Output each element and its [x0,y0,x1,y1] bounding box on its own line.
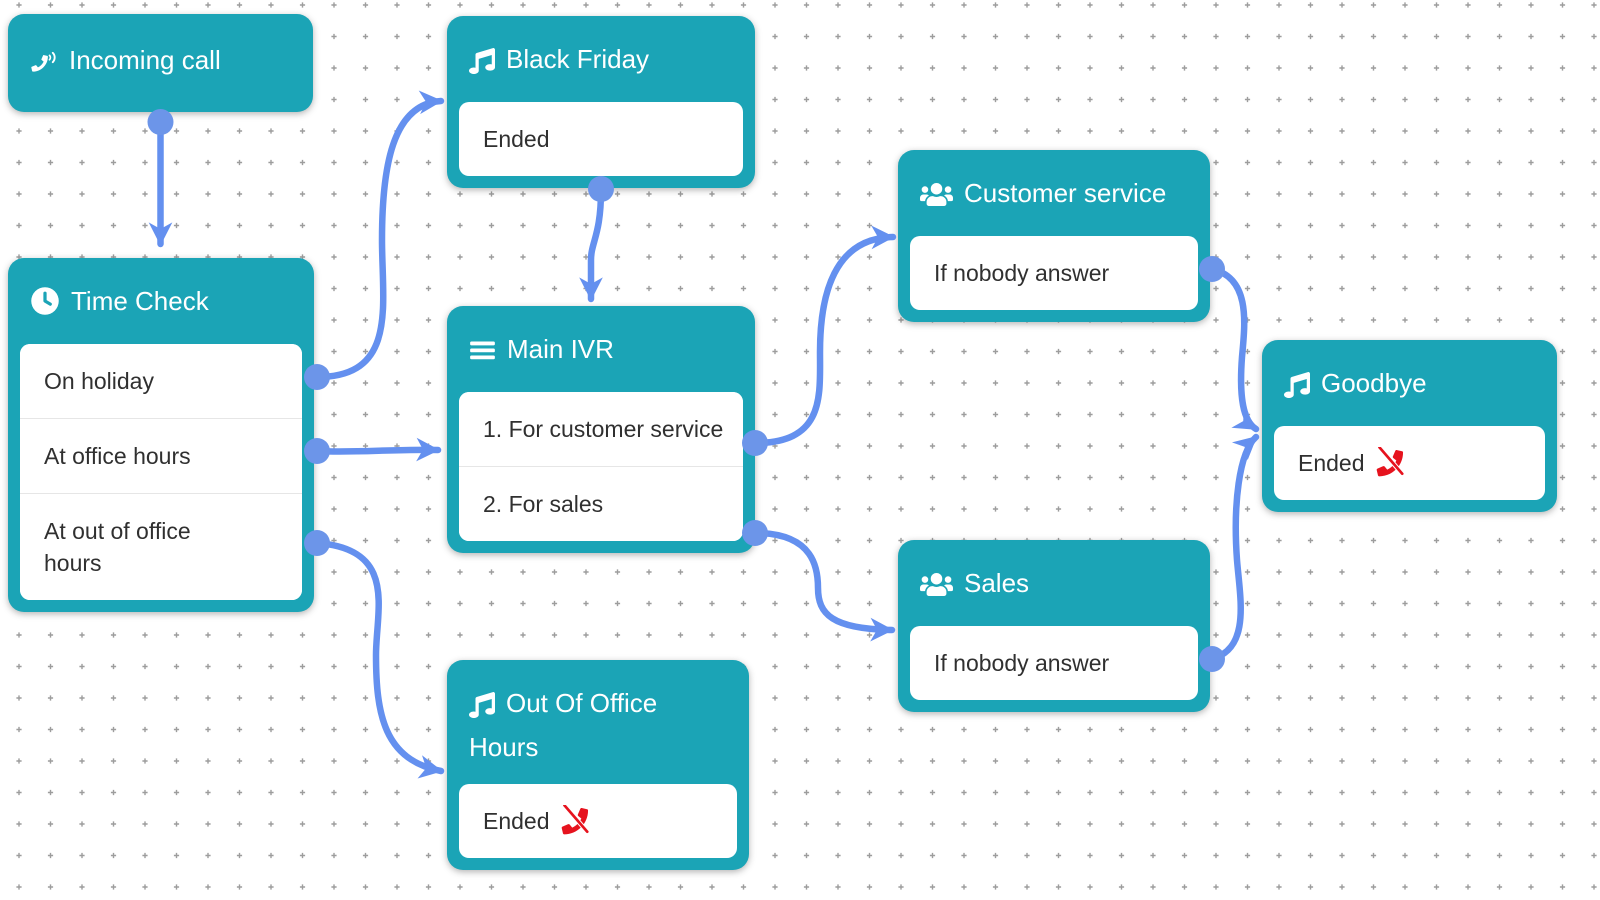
node-title: Sales [964,568,1030,598]
node-title: Customer service [964,178,1167,208]
node-body: Ended [459,102,743,176]
node-body: On holiday At office hours At out of off… [20,344,302,600]
node-title: Incoming call [69,45,221,75]
node-body: Ended [1274,426,1545,500]
node-goodbye[interactable]: Goodbye Ended [1262,340,1557,512]
music-note-icon [469,46,495,84]
output-row-ended[interactable]: Ended [459,784,737,858]
output-label: At office hours [44,443,191,469]
node-title: Black Friday [506,44,650,74]
node-body: 1. For customer service 2. For sales [459,392,743,541]
output-row-at-out-of-office-hours[interactable]: At out of office hours [20,494,302,600]
clock-icon [30,286,60,326]
output-row-ended[interactable]: Ended [459,102,743,176]
node-time-check[interactable]: Time Check On holiday At office hours At… [8,258,314,612]
node-sales[interactable]: Sales If nobody answer [898,540,1210,712]
output-label: If nobody answer [934,260,1110,286]
users-icon [920,180,953,218]
node-body: If nobody answer [910,236,1198,310]
menu-icon [469,336,496,374]
node-header: Time Check [8,258,314,344]
output-label: Ended [483,808,550,834]
output-row-ended[interactable]: Ended [1274,426,1545,500]
node-header: Sales [898,540,1210,626]
users-icon [920,570,953,608]
node-title: Goodbye [1321,368,1427,398]
music-note-icon [469,690,495,728]
node-title: Main IVR [507,334,614,364]
output-row-for-sales[interactable]: 2. For sales [459,467,743,541]
phone-volume-icon [30,47,58,85]
output-label: At out of office hours [44,518,191,576]
node-header: Main IVR [447,306,755,392]
output-row-if-nobody-answer[interactable]: If nobody answer [910,236,1198,310]
output-label: If nobody answer [934,650,1110,676]
node-body: Ended [459,784,737,858]
music-note-icon [1284,370,1310,408]
output-row-for-customer-service[interactable]: 1. For customer service [459,392,743,467]
output-label: On holiday [44,368,154,394]
node-title: Out Of Office Hours [469,688,658,762]
phone-slash-icon [1365,445,1406,477]
output-row-if-nobody-answer[interactable]: If nobody answer [910,626,1198,700]
output-row-on-holiday[interactable]: On holiday [20,344,302,419]
output-label: Ended [1298,450,1365,476]
node-out-of-office-hours[interactable]: Out Of Office Hours Ended [447,660,749,870]
node-black-friday[interactable]: Black Friday Ended [447,16,755,188]
output-row-at-office-hours[interactable]: At office hours [20,419,302,494]
output-label: 2. For sales [483,491,604,517]
node-customer-service[interactable]: Customer service If nobody answer [898,150,1210,322]
node-header: Customer service [898,150,1210,236]
node-header: Goodbye [1262,340,1557,426]
output-label: 1. For customer service [483,416,724,442]
node-header: Incoming call [8,14,313,112]
node-main-ivr[interactable]: Main IVR 1. For customer service 2. For … [447,306,755,553]
node-body: If nobody answer [910,626,1198,700]
node-title: Time Check [71,286,209,316]
phone-slash-icon [550,803,591,835]
node-header: Out Of Office Hours [447,660,749,784]
node-header: Black Friday [447,16,755,102]
output-label: Ended [483,126,550,152]
node-incoming-call[interactable]: Incoming call [8,14,313,112]
